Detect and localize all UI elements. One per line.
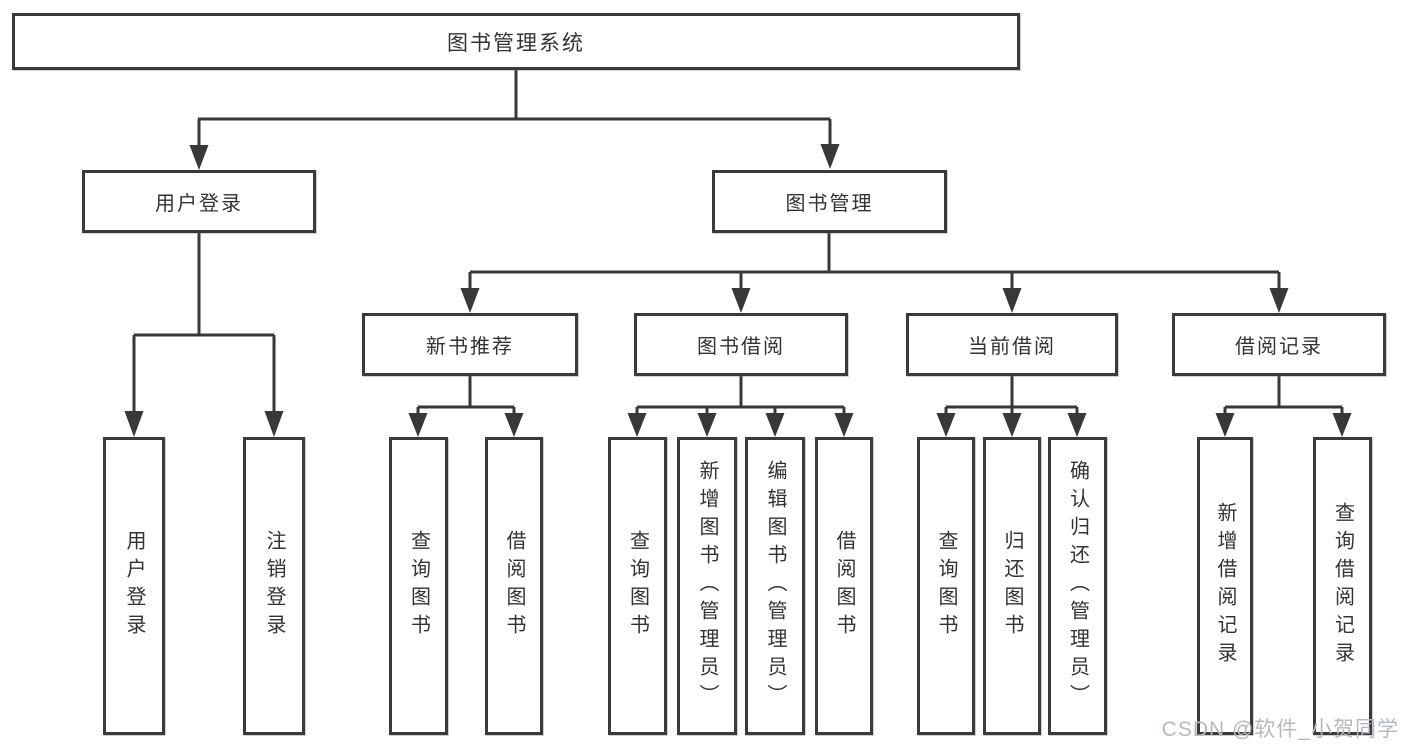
leaf-add-borrow-record: 新增借阅记录 (1197, 437, 1253, 735)
node-book-management: 图书管理 (712, 170, 947, 233)
leaf-return-books: 归还图书 (983, 437, 1041, 735)
node-book-borrowing: 图书借阅 (634, 313, 848, 376)
node-new-book-recommendation: 新书推荐 (362, 313, 578, 376)
leaf-query-books-recommend: 查询图书 (389, 437, 448, 735)
leaf-logout: 注销登录 (243, 437, 305, 735)
leaf-add-borrow-record-label: 新增借阅记录 (1214, 502, 1236, 670)
leaf-borrow-books: 借阅图书 (815, 437, 873, 735)
node-user-login: 用户登录 (82, 170, 316, 233)
leaf-borrow-books-recommend: 借阅图书 (485, 437, 543, 735)
leaf-add-book-admin-label: 新增图书（管理员） (696, 460, 718, 712)
leaf-user-login-label: 用户登录 (123, 530, 145, 642)
leaf-confirm-return-admin-label: 确认归还（管理员） (1066, 460, 1089, 712)
leaf-add-book-admin: 新增图书（管理员） (677, 437, 737, 735)
leaf-query-borrow-record-label: 查询借阅记录 (1331, 502, 1354, 670)
leaf-query-books-current: 查询图书 (917, 437, 975, 735)
node-current-borrowing: 当前借阅 (906, 313, 1118, 376)
leaf-return-books-label: 归还图书 (1001, 530, 1023, 642)
leaf-query-books-borrow-label: 查询图书 (626, 530, 649, 642)
leaf-query-books-recommend-label: 查询图书 (407, 530, 430, 642)
leaf-logout-label: 注销登录 (263, 530, 285, 642)
leaf-query-books-current-label: 查询图书 (935, 530, 957, 642)
leaf-confirm-return-admin: 确认归还（管理员） (1048, 437, 1107, 735)
leaf-borrow-books-recommend-label: 借阅图书 (503, 530, 525, 642)
node-borrowing-records: 借阅记录 (1172, 313, 1386, 376)
csdn-watermark: CSDN @软件_小贺同学 (1161, 718, 1399, 741)
leaf-query-books-borrow: 查询图书 (608, 437, 667, 735)
leaf-borrow-books-label: 借阅图书 (833, 530, 855, 642)
node-library-management-system: 图书管理系统 (12, 13, 1020, 70)
leaf-edit-book-admin-label: 编辑图书（管理员） (764, 460, 786, 712)
leaf-query-borrow-record: 查询借阅记录 (1313, 437, 1372, 735)
leaf-edit-book-admin: 编辑图书（管理员） (745, 437, 805, 735)
leaf-user-login: 用户登录 (103, 437, 165, 735)
